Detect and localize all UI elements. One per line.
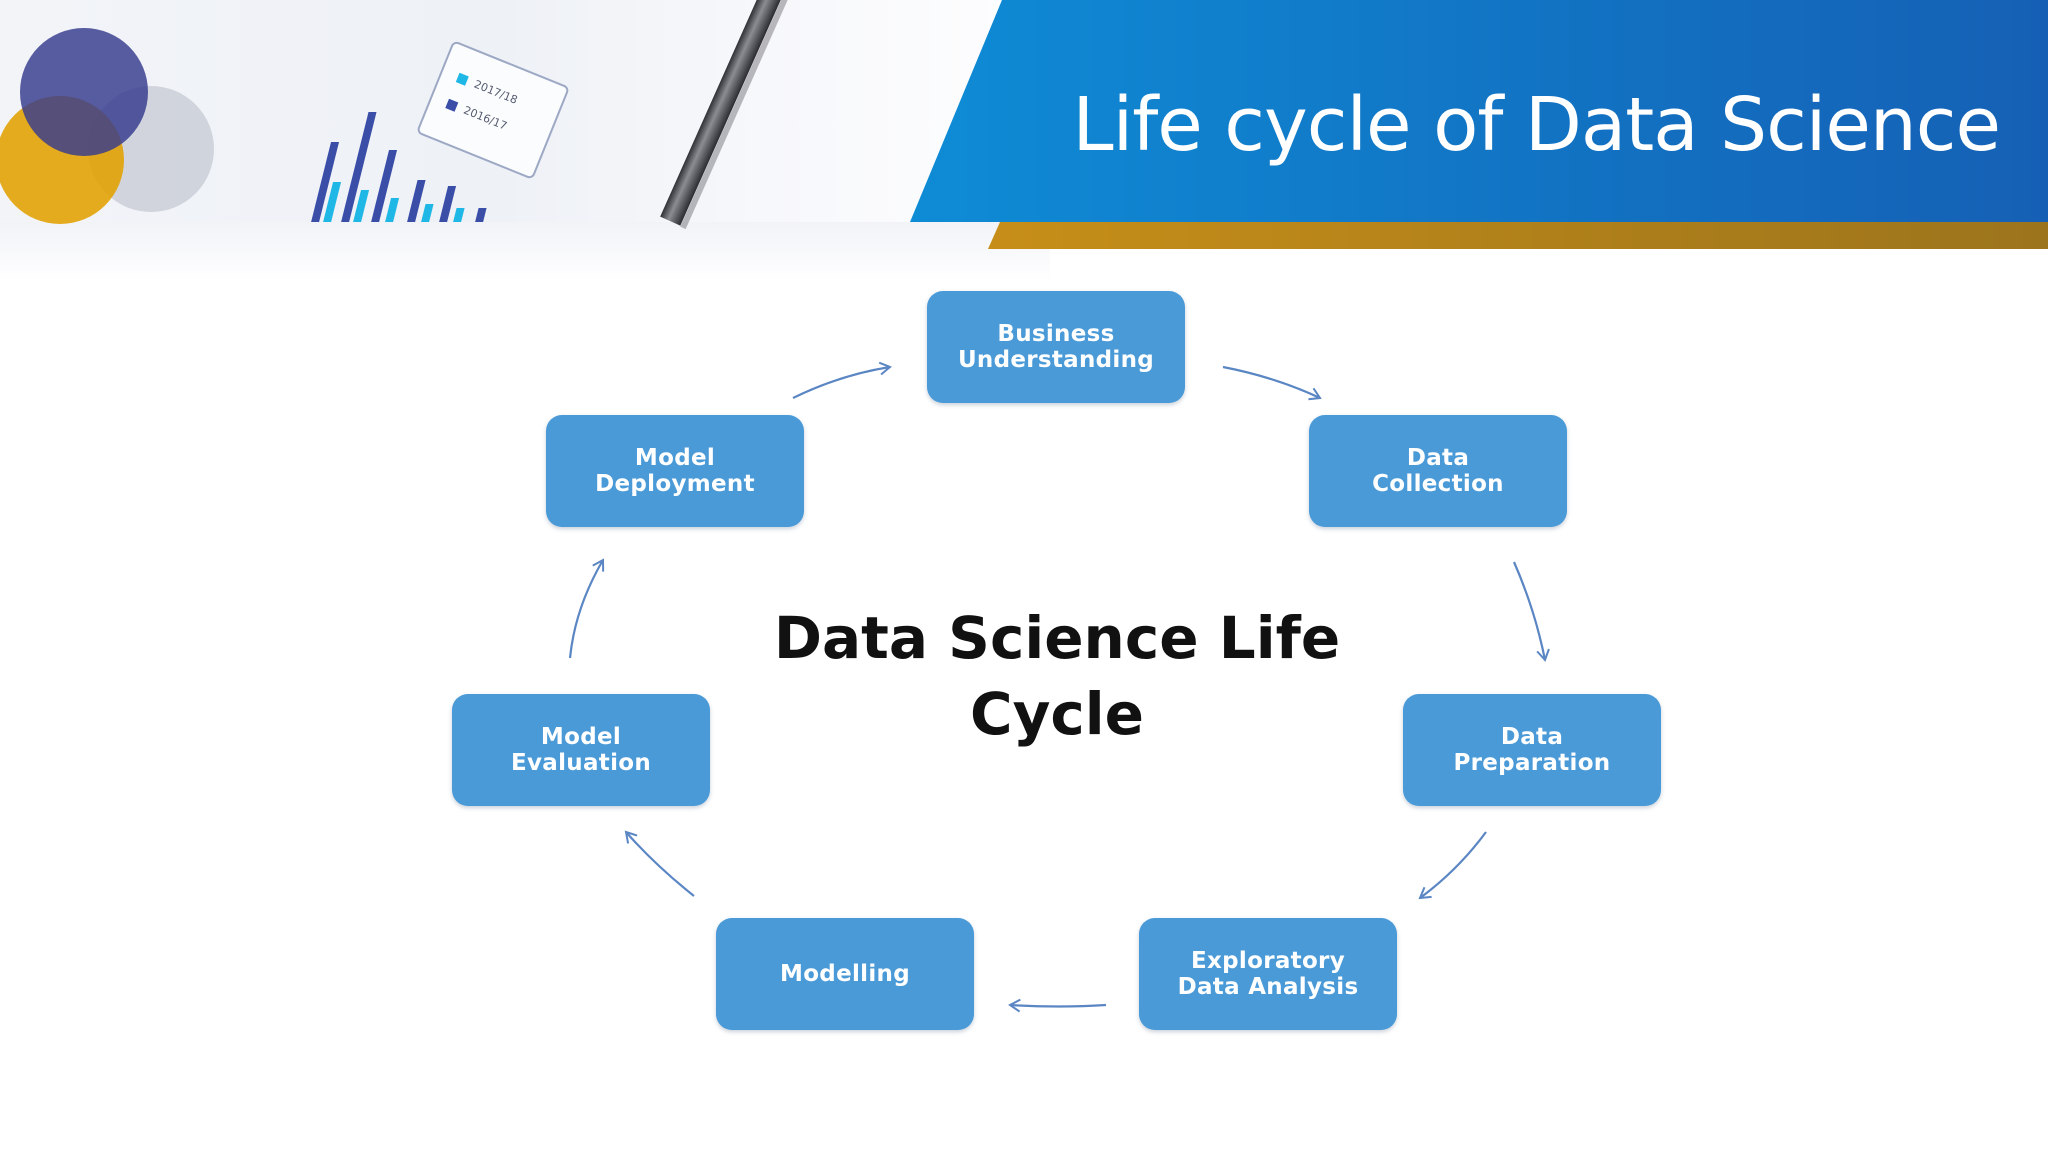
stage-label: Exploratory Data Analysis xyxy=(1177,948,1359,1000)
stage-exploratory-data-analysis: Exploratory Data Analysis xyxy=(1139,918,1397,1030)
stage-model-evaluation: Model Evaluation xyxy=(452,694,710,806)
stage-business-understanding: Business Understanding xyxy=(927,291,1185,403)
title-banner xyxy=(910,0,2048,222)
stage-label: Modelling xyxy=(780,961,910,987)
stage-label: Model Evaluation xyxy=(510,724,652,776)
legend-item-1: 2017/18 xyxy=(472,77,520,107)
decor-circle-navy xyxy=(20,28,148,156)
slide-title: Life cycle of Data Science xyxy=(1072,82,2001,168)
stage-label: Data Collection xyxy=(1372,445,1504,497)
stage-modelling: Modelling xyxy=(716,918,974,1030)
legend-item-2: 2016/17 xyxy=(461,103,509,133)
diagram-center-title: Data Science Life Cycle xyxy=(773,604,1341,748)
gold-accent-stripe xyxy=(988,222,2048,249)
arrow-deployment-to-business xyxy=(792,361,892,399)
legend-swatch-icon xyxy=(445,98,459,112)
legend-swatch-icon xyxy=(455,72,469,86)
arrow-business-to-collection xyxy=(1222,365,1322,401)
stage-label: Data Preparation xyxy=(1453,724,1611,776)
stage-model-deployment: Model Deployment xyxy=(546,415,804,527)
stage-label: Business Understanding xyxy=(957,321,1155,373)
arrow-eda-to-modelling xyxy=(1008,998,1107,1013)
stage-label: Model Deployment xyxy=(595,445,755,497)
decor-bar-chart-image xyxy=(311,112,487,222)
stage-data-preparation: Data Preparation xyxy=(1403,694,1661,806)
arrow-preparation-to-eda xyxy=(1418,831,1487,900)
header-photo-fade xyxy=(0,222,1050,282)
arrow-collection-to-preparation xyxy=(1512,561,1550,662)
arrow-modelling-to-evaluation xyxy=(624,830,695,897)
arrow-evaluation-to-deployment xyxy=(568,558,605,659)
stage-data-collection: Data Collection xyxy=(1309,415,1567,527)
